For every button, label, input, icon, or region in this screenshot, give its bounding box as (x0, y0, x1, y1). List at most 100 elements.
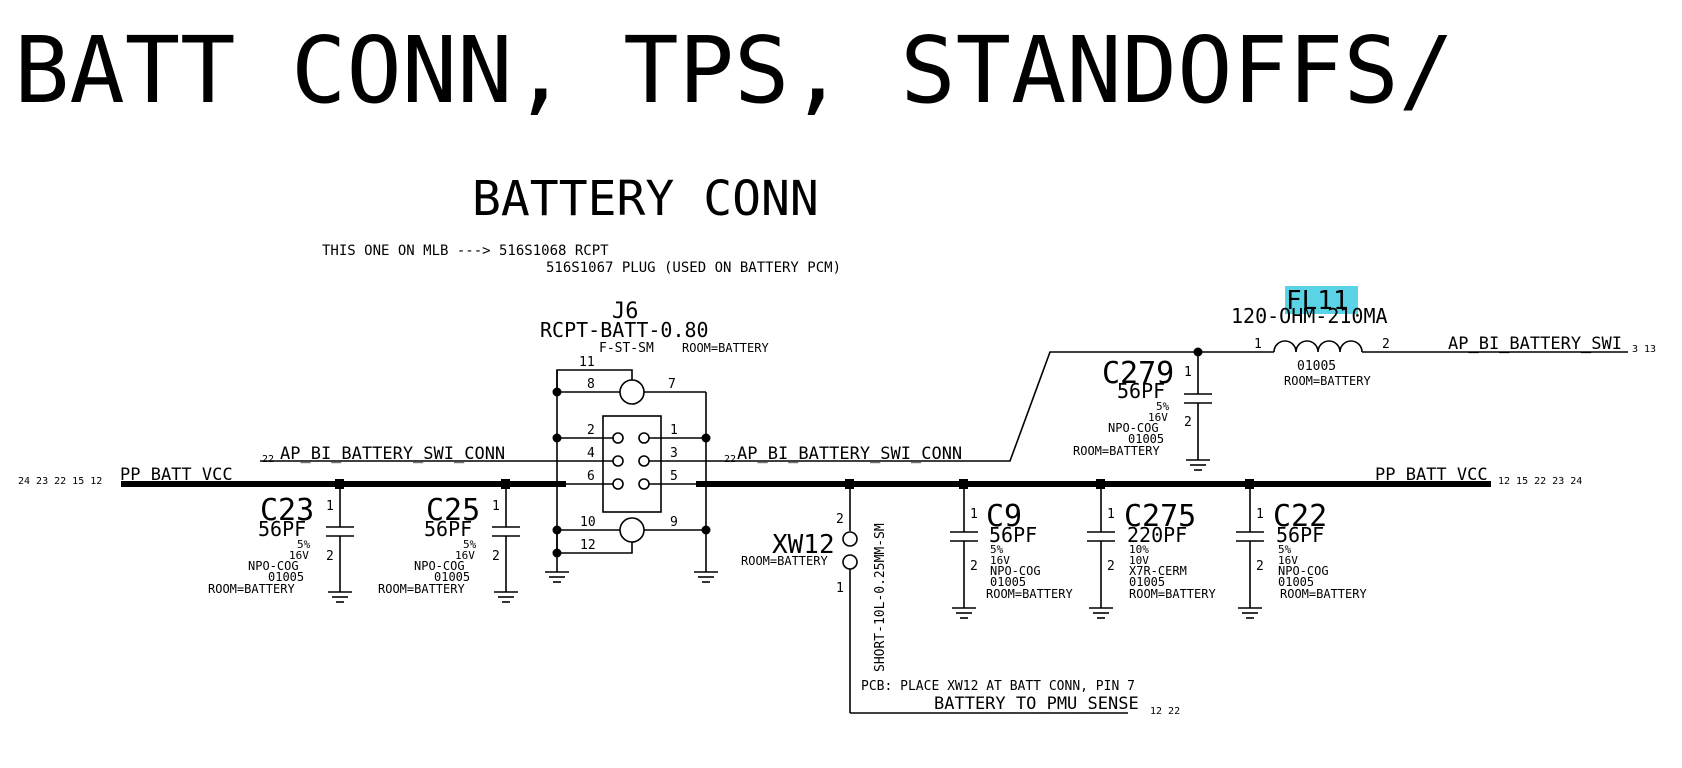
c23-value: 56PF (258, 517, 306, 541)
right-vcc-pages: 12 15 22 23 24 (1498, 476, 1582, 487)
svg-text:2: 2 (1184, 415, 1192, 430)
svg-text:2: 2 (1107, 559, 1115, 574)
svg-text:1: 1 (492, 499, 500, 514)
capacitor-c279: 1 2 C279 56PF 5% 16V NPO-COG 01005 ROOM=… (1073, 352, 1212, 471)
svg-text:5%: 5% (1156, 400, 1170, 413)
right-swi-page: 22 (724, 454, 736, 465)
svg-text:01005: 01005 (434, 570, 470, 584)
c9-value: 56PF (989, 523, 1037, 547)
xw12-room: ROOM=BATTERY (741, 554, 828, 568)
svg-text:3: 3 (670, 446, 678, 461)
fl-out-pages: 3 13 (1632, 344, 1656, 355)
svg-text:NPO-COG: NPO-COG (1278, 564, 1329, 578)
svg-text:01005: 01005 (1278, 575, 1314, 589)
svg-text:11: 11 (579, 355, 595, 370)
left-swi-net-label: AP_BI_BATTERY_SWI_CONN (280, 444, 505, 464)
svg-text:2: 2 (326, 549, 334, 564)
mlb-note-line1: THIS ONE ON MLB ---> 516S1068 RCPT (322, 243, 609, 259)
right-swi-wire (706, 351, 1198, 462)
fl11-value: 120-OHM-210MA (1231, 304, 1388, 328)
svg-text:16V: 16V (289, 549, 309, 562)
svg-text:ROOM=BATTERY: ROOM=BATTERY (208, 582, 295, 596)
capacitor-c22: 1 2 C22 56PF 5% 16V NPO-COG 01005 ROOM=B… (1236, 479, 1367, 619)
j6-shield-top (619, 379, 645, 405)
svg-text:10%: 10% (1129, 543, 1149, 556)
svg-text:01005: 01005 (1129, 575, 1165, 589)
svg-text:NPO-COG: NPO-COG (414, 559, 465, 573)
svg-text:8: 8 (587, 377, 595, 392)
c25-value: 56PF (424, 517, 472, 541)
c23-ref: C23 (260, 493, 314, 528)
capacitor-c25: 1 2 C25 56PF 5% 16V NPO-COG 01005 ROOM=B… (378, 479, 520, 603)
svg-text:1: 1 (970, 507, 978, 522)
c275-value: 220PF (1127, 523, 1187, 547)
svg-text:5: 5 (670, 469, 678, 484)
fl11-ref: FL11 (1286, 286, 1349, 316)
svg-text:5%: 5% (297, 538, 311, 551)
j6-pin-body (602, 415, 662, 513)
capacitor-c275: 1 2 C275 220PF 10% 10V X7R-CERM 01005 RO… (1087, 479, 1216, 619)
fl11-size: 01005 (1297, 359, 1336, 374)
svg-text:5%: 5% (463, 538, 477, 551)
svg-text:6: 6 (587, 469, 595, 484)
svg-text:2: 2 (587, 423, 595, 438)
fl11-room: ROOM=BATTERY (1284, 374, 1371, 388)
c275-ref: C275 (1124, 499, 1196, 534)
svg-text:ROOM=BATTERY: ROOM=BATTERY (1129, 587, 1216, 601)
j6-footprint: F-ST-SM (599, 341, 654, 356)
svg-text:4: 4 (587, 446, 595, 461)
c9-ref: C9 (986, 499, 1022, 534)
right-vcc-net-label: PP_BATT_VCC (1375, 465, 1488, 485)
svg-text:NPO-COG: NPO-COG (990, 564, 1041, 578)
svg-text:16V: 16V (990, 554, 1010, 567)
svg-text:1: 1 (836, 581, 844, 596)
svg-text:NPO-COG: NPO-COG (1108, 421, 1159, 435)
svg-text:01005: 01005 (268, 570, 304, 584)
fl-out-net-label: AP_BI_BATTERY_SWI (1448, 334, 1622, 354)
svg-text:2: 2 (1382, 337, 1390, 352)
short-xw12: 2 1 XW12 ROOM=BATTERY SHORT-10L-0.25MM-S… (741, 479, 1180, 717)
svg-text:01005: 01005 (1128, 432, 1164, 446)
svg-text:ROOM=BATTERY: ROOM=BATTERY (378, 582, 465, 596)
svg-text:5%: 5% (1278, 543, 1292, 556)
svg-text:1: 1 (1184, 365, 1192, 380)
c279-value: 56PF (1117, 379, 1165, 403)
right-swi-net-label: AP_BI_BATTERY_SWI_CONN (737, 444, 962, 464)
xw12-ref: XW12 (772, 530, 835, 560)
left-swi-page: 22 (262, 454, 274, 465)
c22-value: 56PF (1276, 523, 1324, 547)
capacitor-c23: 1 2 C23 56PF 5% 16V NPO-COG 01005 ROOM=B… (208, 479, 354, 603)
svg-text:X7R-CERM: X7R-CERM (1129, 564, 1187, 578)
svg-text:1: 1 (326, 499, 334, 514)
pcb-note: PCB: PLACE XW12 AT BATT CONN, PIN 7 (861, 679, 1135, 694)
xw12-value: SHORT-10L-0.25MM-SM (873, 523, 888, 672)
filter-fl11: FL11 120-OHM-210MA 1 2 01005 ROOM=BATTER… (1198, 286, 1656, 388)
svg-text:ROOM=BATTERY: ROOM=BATTERY (986, 587, 1073, 601)
section-title: BATTERY CONN (472, 171, 819, 227)
left-vcc-net-label: PP_BATT_VCC (120, 465, 233, 485)
left-vcc-pages: 24 23 22 15 12 (18, 476, 102, 487)
page-title: BATT CONN, TPS, STANDOFFS/ (14, 17, 1454, 124)
c22-ref: C22 (1273, 499, 1327, 534)
svg-text:2: 2 (836, 512, 844, 527)
j6-shield-bottom (619, 517, 645, 543)
c279-ref: C279 (1102, 356, 1174, 391)
capacitor-c9: 1 2 C9 56PF 5% 16V NPO-COG 01005 ROOM=BA… (950, 479, 1073, 619)
svg-text:5%: 5% (990, 543, 1004, 556)
svg-text:2: 2 (970, 559, 978, 574)
svg-text:16V: 16V (1278, 554, 1298, 567)
svg-text:9: 9 (670, 515, 678, 530)
sense-pages: 12 22 (1150, 706, 1180, 717)
svg-text:1: 1 (1107, 507, 1115, 522)
svg-text:2: 2 (1256, 559, 1264, 574)
svg-text:10V: 10V (1129, 554, 1149, 567)
svg-text:1: 1 (670, 423, 678, 438)
j6-value: RCPT-BATT-0.80 (540, 318, 709, 342)
j6-room: ROOM=BATTERY (682, 341, 769, 355)
svg-text:7: 7 (668, 377, 676, 392)
fl11-highlight (1285, 286, 1358, 314)
svg-text:12: 12 (580, 538, 596, 553)
mlb-note-line2: 516S1067 PLUG (USED ON BATTERY PCM) (546, 260, 841, 276)
fl11-inductor (1273, 340, 1363, 353)
